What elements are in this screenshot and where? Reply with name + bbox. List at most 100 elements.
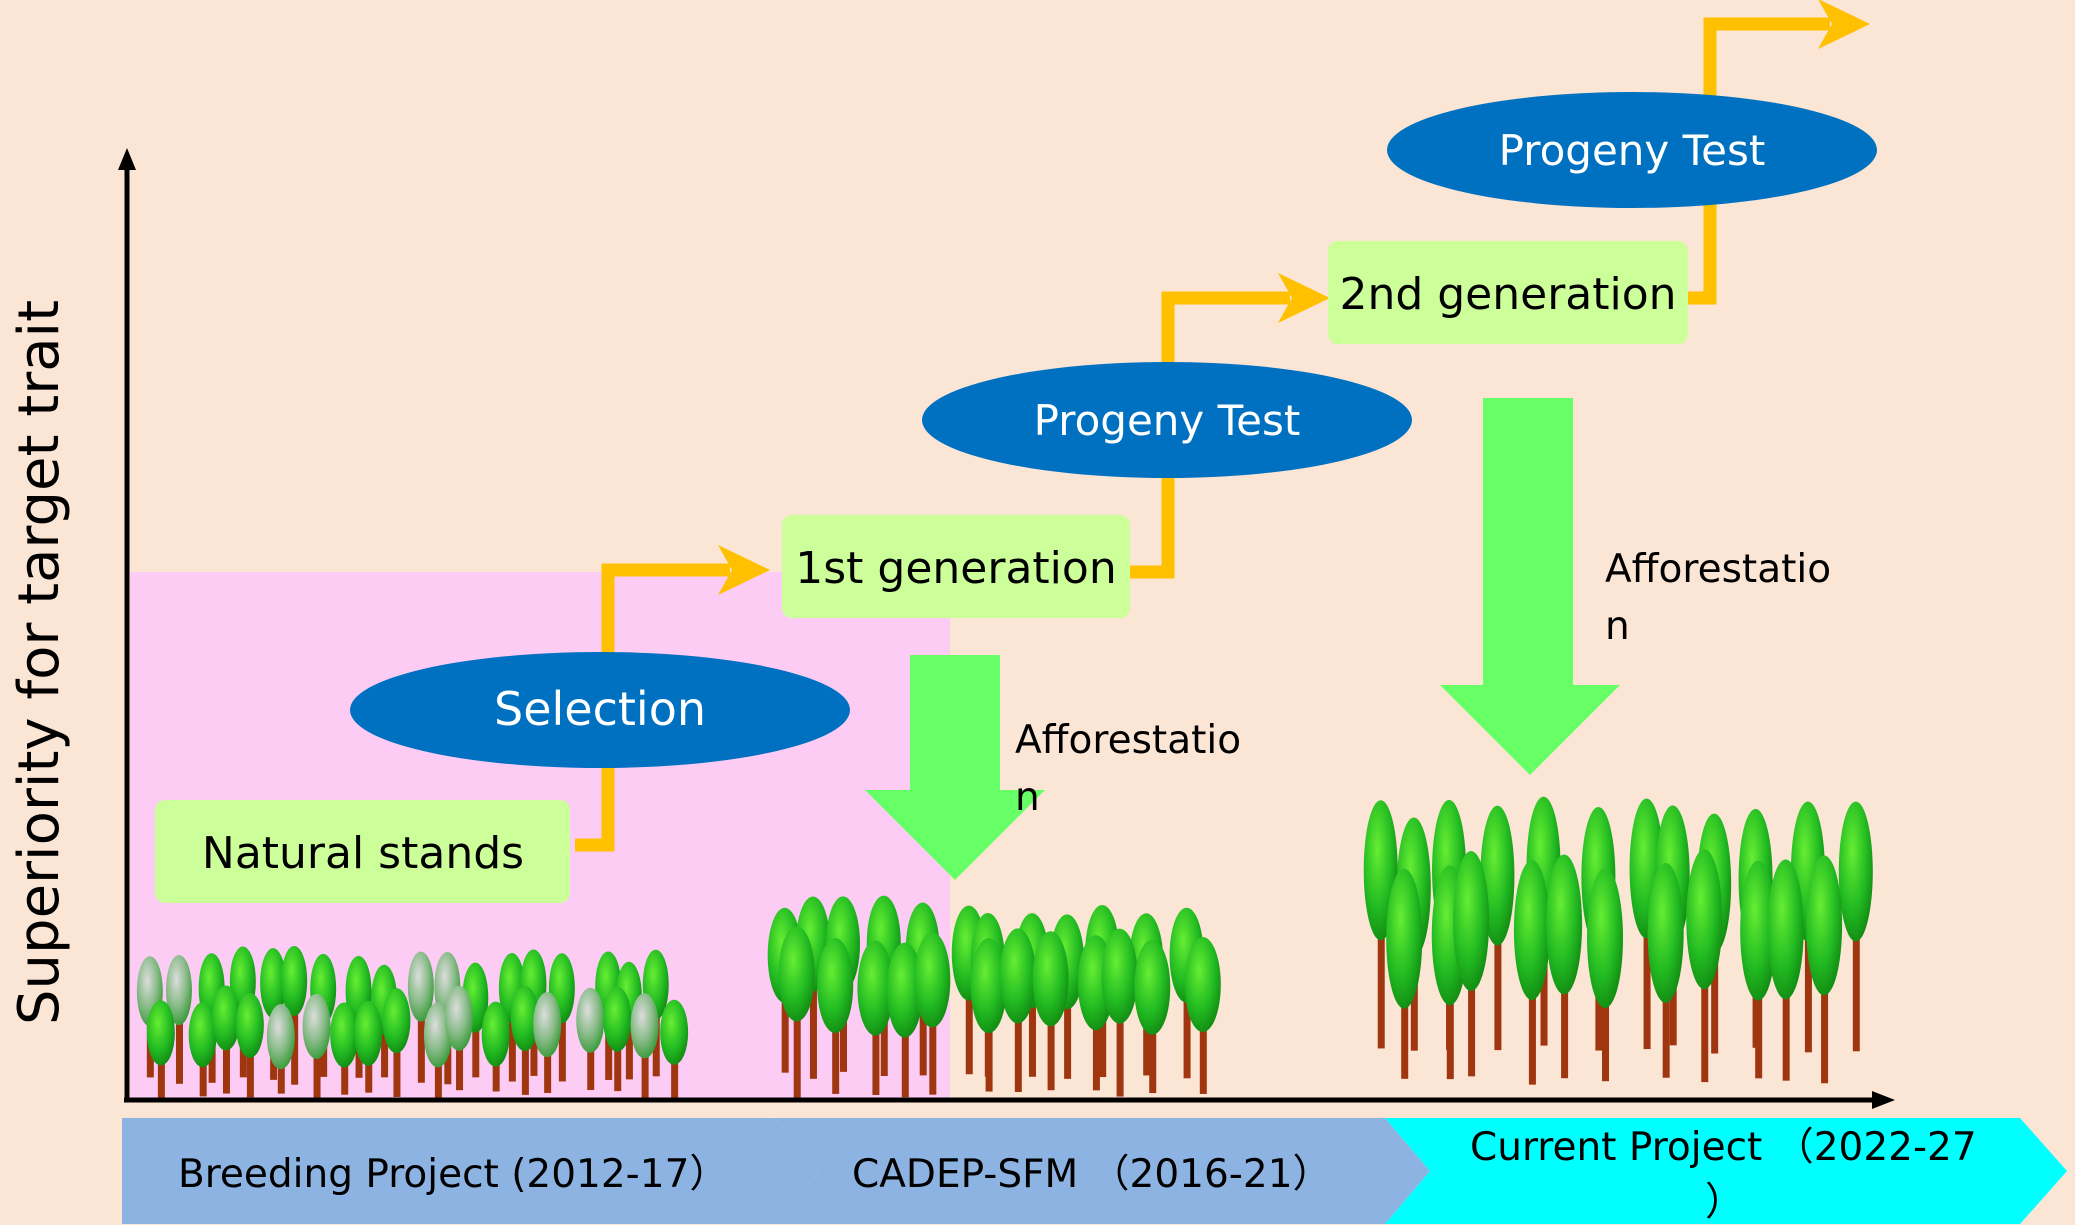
forest-second-generation: [1363, 796, 1873, 1085]
y-axis-label: Superiority for target trait: [7, 300, 72, 1025]
phase-cadep: [775, 1118, 1430, 1224]
tree-trunk: [872, 997, 880, 1096]
tree-crown: [1386, 868, 1423, 1009]
tree-trunk: [1092, 992, 1100, 1091]
flow-arrow-heads: [718, 0, 1870, 595]
progeny-test-label-1: Progeny Test: [1034, 396, 1301, 445]
tree-trunk: [641, 1032, 649, 1098]
tree-crown: [1767, 859, 1804, 1000]
tree-trunk: [1494, 889, 1502, 1051]
tree-crown: [382, 988, 411, 1054]
tree-crown: [914, 932, 951, 1028]
tree-trunk: [1528, 944, 1536, 1085]
tree-trunk: [1047, 988, 1055, 1091]
forest-first-generation: [767, 895, 1221, 1100]
tree-crown: [533, 992, 562, 1058]
tree-trunk: [341, 1041, 349, 1095]
tree-trunk: [313, 1032, 321, 1100]
tree-trunk: [1116, 985, 1124, 1097]
afforestation-arrow-2: [1440, 398, 1620, 775]
tree-crown: [1647, 862, 1684, 1003]
phase-breeding-label: Breeding Project (2012-17）: [178, 1152, 728, 1197]
tree-crown: [423, 1002, 452, 1068]
tree-trunk: [781, 964, 789, 1073]
tree-trunk: [901, 999, 909, 1098]
progeny-test-ellipse-2: [1387, 92, 1877, 208]
tree-trunk: [1782, 943, 1790, 1081]
phase-current-label-2: ）: [1705, 1180, 1744, 1225]
tree-trunk: [365, 1039, 373, 1093]
tree-trunk: [199, 1041, 207, 1097]
tree-crown: [281, 946, 308, 1017]
tree-crown: [146, 1000, 175, 1066]
tree-crown: [1184, 936, 1221, 1032]
tree-crown: [778, 926, 815, 1022]
x-axis: [124, 1091, 1895, 1109]
afforestation-label-1a: Afforestatio: [1015, 718, 1241, 763]
tree-crown: [330, 1002, 359, 1068]
tree-crown: [1032, 931, 1069, 1027]
y-axis: [118, 148, 136, 1102]
afforestation-label-1b: n: [1015, 775, 1040, 820]
natural-stands-label: Natural stands: [202, 828, 524, 879]
tree-crown: [1480, 805, 1515, 946]
progeny-test-ellipse-1: [922, 362, 1412, 478]
afforestation-arrow-1: [865, 655, 1045, 880]
tree-crown: [999, 928, 1036, 1024]
tree-trunk: [544, 1031, 552, 1093]
tree-trunk: [1028, 970, 1036, 1077]
tree-trunk: [1468, 935, 1476, 1077]
phase-cadep-label: CADEP-SFM （2016-21）: [852, 1152, 1332, 1197]
phase-current: [1385, 1118, 2067, 1224]
tree-trunk: [985, 995, 993, 1092]
second-generation-box: [1328, 241, 1688, 344]
tree-trunk: [1446, 949, 1454, 1080]
tree-trunk: [381, 1006, 389, 1078]
tree-crown: [817, 938, 854, 1034]
tree-crown: [603, 986, 632, 1052]
tree-trunk: [1804, 885, 1812, 1053]
tree-trunk: [1064, 971, 1072, 1079]
tree-crown: [1546, 854, 1583, 995]
tree-trunk: [614, 1025, 622, 1092]
tree-trunk: [1821, 939, 1829, 1084]
tree-crown: [576, 987, 605, 1053]
tree-trunk: [434, 1041, 442, 1099]
afforestation-label-2b: n: [1605, 604, 1630, 649]
tree-crown: [1453, 851, 1490, 992]
tree-crown: [188, 1002, 217, 1068]
tree-trunk: [1662, 946, 1670, 1078]
tree-trunk: [456, 1024, 464, 1091]
tree-crown: [1587, 868, 1624, 1009]
tree-trunk: [1643, 882, 1651, 1050]
tree-trunk: [157, 1039, 165, 1100]
tree-trunk: [1199, 993, 1207, 1094]
tree-crown: [165, 955, 192, 1026]
tree-trunk: [1701, 933, 1709, 1083]
tree-crown: [211, 985, 240, 1051]
tree-trunk: [625, 1003, 633, 1080]
selection-label: Selection: [494, 682, 706, 736]
tree-crown: [1101, 928, 1138, 1024]
tree-crown: [354, 1000, 383, 1066]
tree-crown: [302, 993, 331, 1059]
tree-trunk: [417, 993, 425, 1083]
tree-trunk: [671, 1038, 679, 1100]
tree-crown: [970, 938, 1007, 1034]
tree-crown: [1838, 801, 1873, 942]
tree-crown: [235, 992, 264, 1058]
forest-natural-stands: [136, 946, 689, 1100]
tree-trunk: [1401, 952, 1409, 1079]
tree-trunk: [587, 1026, 595, 1091]
afforestation-label-2a: Afforestatio: [1605, 547, 1831, 592]
tree-trunk: [965, 962, 973, 1075]
tree-trunk: [393, 1027, 401, 1097]
tree-trunk: [175, 997, 183, 1084]
tree-trunk: [1602, 952, 1610, 1082]
natural-stands-box: [155, 800, 570, 903]
tree-trunk: [1561, 938, 1569, 1079]
tree-crown: [1686, 849, 1723, 990]
tree-crown: [510, 986, 539, 1052]
